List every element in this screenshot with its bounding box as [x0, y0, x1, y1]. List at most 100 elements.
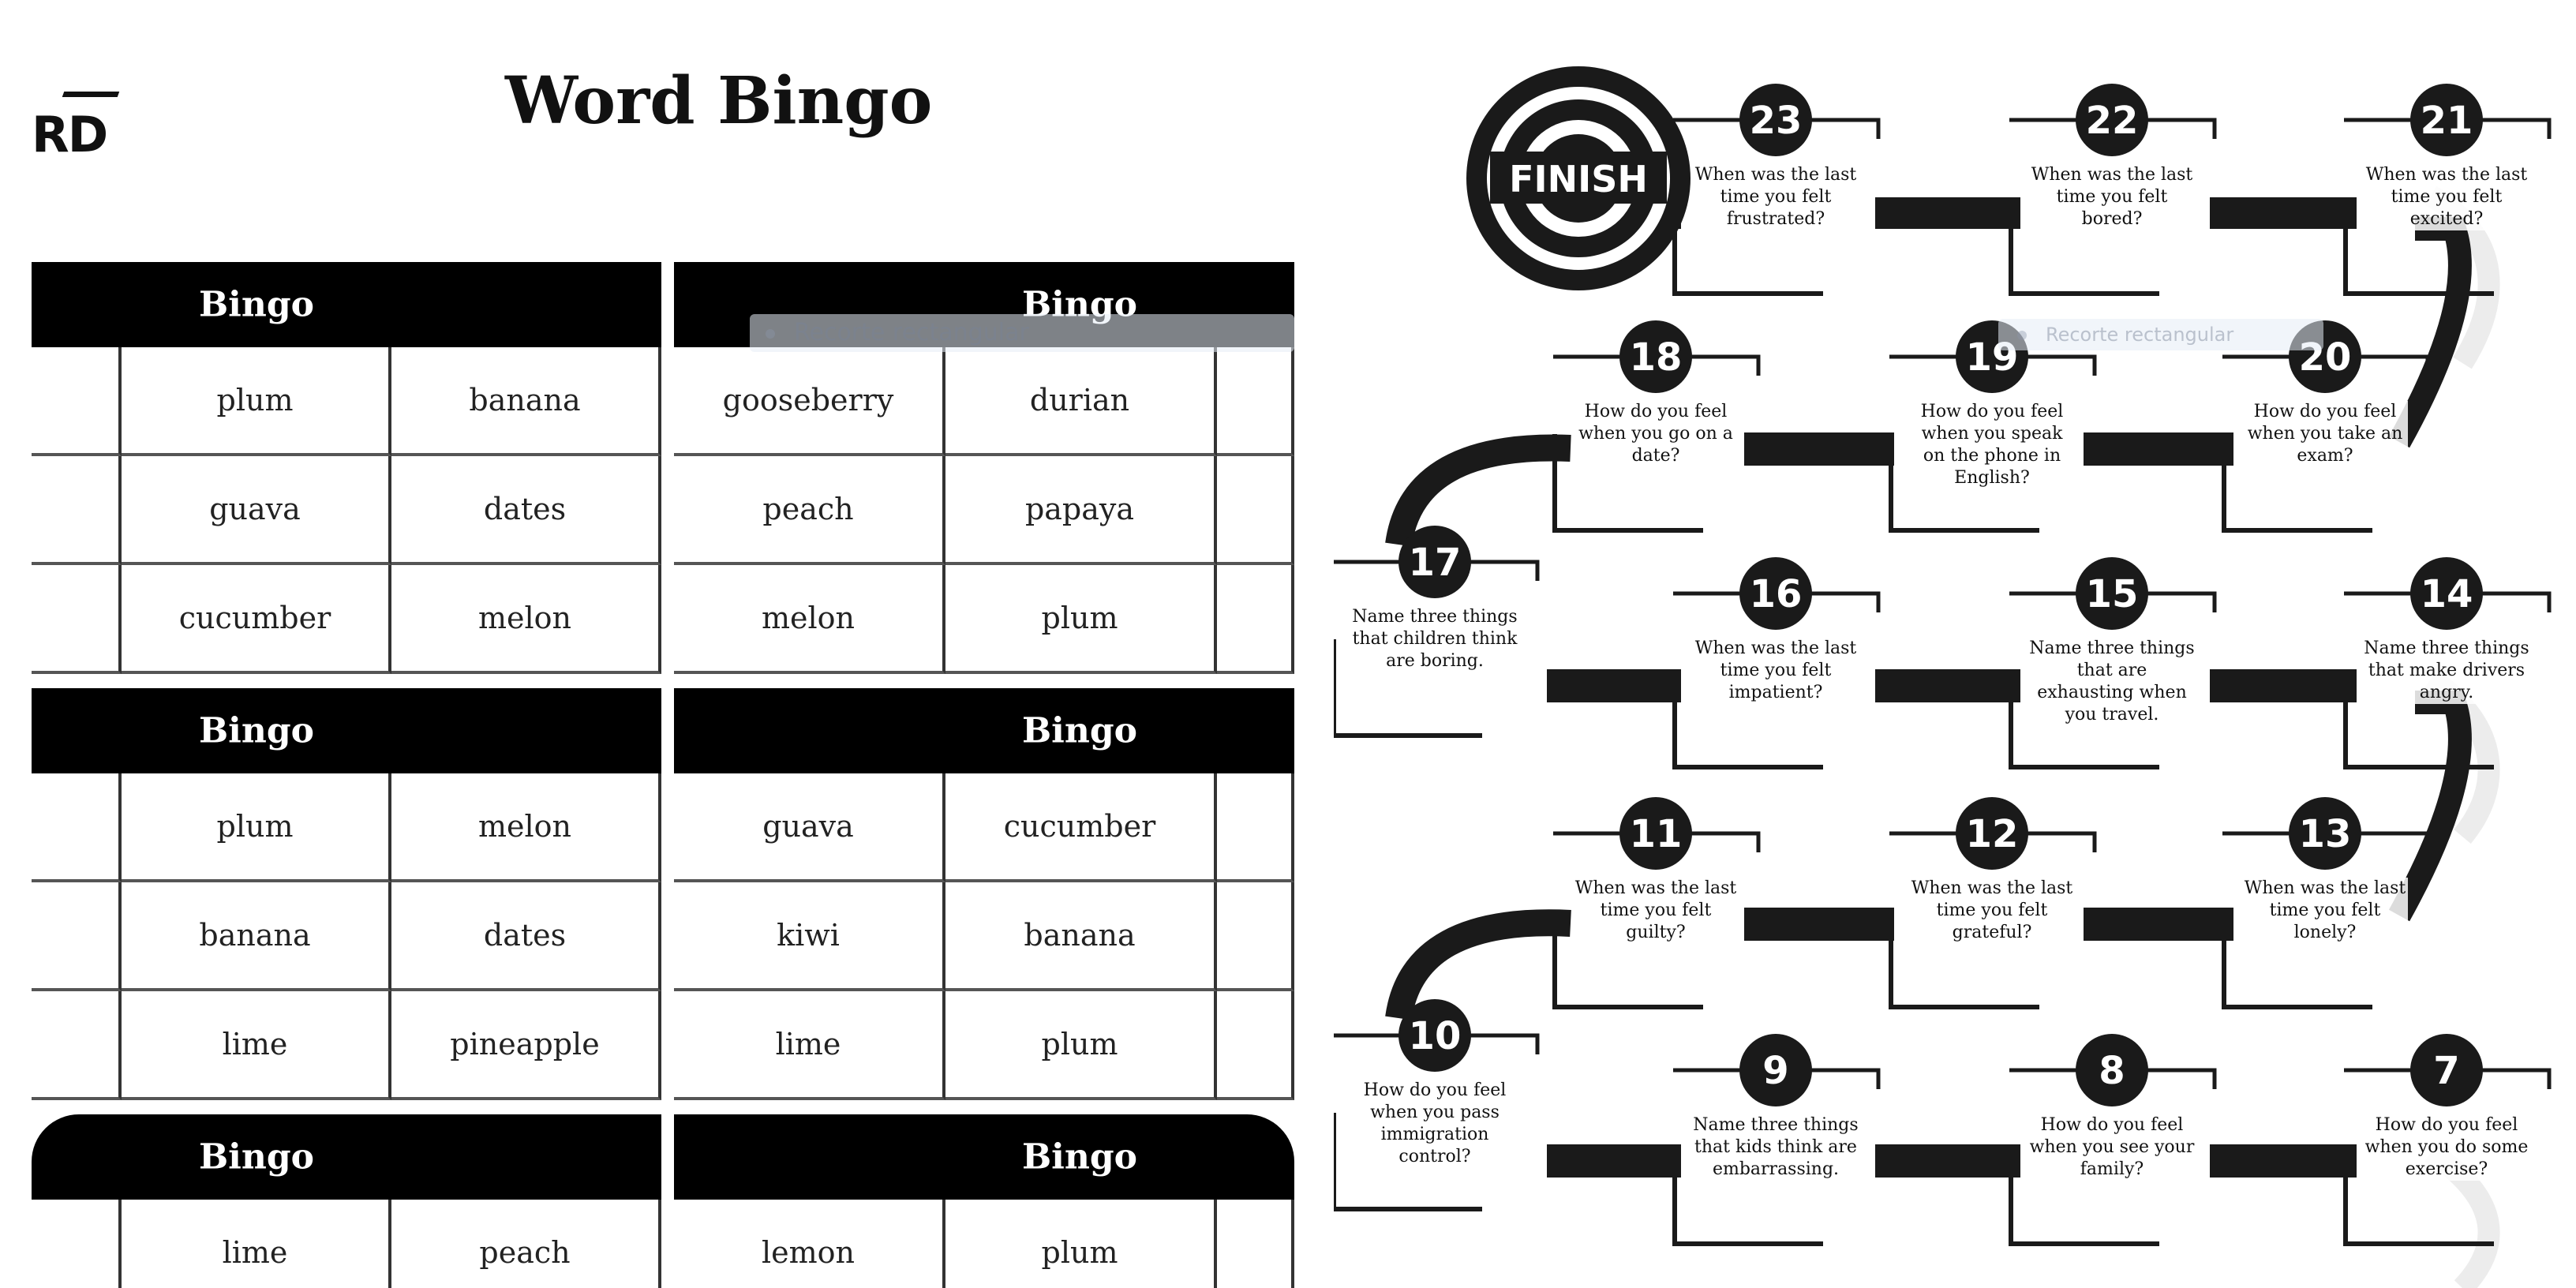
path-curve	[1385, 434, 1571, 547]
number-badge	[2410, 84, 2483, 156]
selection-overlay-right: Recorte rectangular	[1998, 319, 2323, 350]
square-outline	[1334, 1113, 1482, 1211]
bingo-cell	[1217, 991, 1294, 1100]
path-curve	[1385, 909, 1571, 1020]
bingo-cell: melon	[391, 565, 661, 674]
number-badge	[1739, 84, 1812, 156]
bingo-cell	[32, 565, 122, 674]
card-header-label: Bingo	[198, 1136, 315, 1178]
number-badge	[2410, 1034, 2483, 1106]
card-header-label: Bingo	[198, 284, 315, 325]
card-header: Bingo	[32, 688, 661, 773]
bingo-cell: guava	[122, 456, 391, 565]
path-bar	[1744, 432, 1894, 466]
square-number: 13	[2299, 812, 2352, 856]
number-badge	[1398, 999, 1471, 1072]
bingo-cell	[1217, 1200, 1294, 1288]
bingo-cell: peach	[391, 1200, 661, 1288]
capture-icon	[766, 328, 775, 339]
number-badge	[2076, 84, 2148, 156]
bingo-cell: lime	[122, 1200, 391, 1288]
bingo-cell	[32, 773, 122, 882]
square-number: 9	[1762, 1049, 1788, 1093]
square-question: How do you feel when you take an exam?	[2242, 401, 2408, 467]
card-header-label: Bingo	[1021, 710, 1138, 751]
square-number: 11	[1630, 812, 1683, 856]
square-question: When was the last time you felt frustrat…	[1693, 164, 1859, 230]
square-number: 22	[2086, 99, 2139, 143]
square-outline	[1889, 434, 2039, 533]
path-bar	[1875, 669, 2020, 702]
path-bar	[2210, 669, 2357, 702]
selection-overlay: Recorte rectangular	[750, 314, 1294, 352]
square-number: 14	[2421, 572, 2473, 616]
finish-banner	[1490, 152, 1667, 204]
bingo-cell	[32, 347, 122, 456]
number-badge	[2076, 1034, 2148, 1106]
logo-fragment: RD	[32, 106, 108, 163]
logo-mark	[62, 92, 120, 97]
card-header: Bingo	[674, 1114, 1294, 1200]
path-bar	[2084, 432, 2233, 466]
square-number: 12	[1966, 812, 2019, 856]
bingo-cell: lime	[122, 991, 391, 1100]
bingo-cell	[32, 882, 122, 991]
square-outline	[2343, 1148, 2494, 1246]
square-number: 8	[2099, 1049, 2125, 1093]
square-question: When was the last time you felt grateful…	[1909, 878, 2075, 944]
square-outline	[1889, 911, 2039, 1009]
bingo-cell: plum	[945, 1200, 1217, 1288]
bingo-cell: plum	[945, 565, 1217, 674]
bingo-cell: kiwi	[674, 882, 945, 991]
square-number: 23	[1750, 99, 1803, 143]
bingo-cell	[1217, 565, 1294, 674]
square-question: How do you feel when you do some exercis…	[2364, 1114, 2529, 1181]
square-question: How do you feel when you see your family…	[2029, 1114, 2195, 1181]
bingo-cell: pineapple	[391, 991, 661, 1100]
path-bar	[1547, 1144, 1681, 1178]
square-outline	[1552, 911, 1703, 1009]
square-outline	[2009, 197, 2159, 296]
bingo-cell: papaya	[945, 456, 1217, 565]
square-question: Name three things that make drivers angr…	[2364, 638, 2529, 704]
square-question: When was the last time you felt excited?	[2364, 164, 2529, 230]
number-badge	[1956, 797, 2028, 870]
square-number: 15	[2086, 572, 2139, 616]
bingo-cell: cucumber	[122, 565, 391, 674]
square-number: 21	[2421, 99, 2473, 143]
card-header: Bingo	[32, 1114, 661, 1200]
bingo-cell	[1217, 773, 1294, 882]
square-question: When was the last time you felt impatien…	[1693, 638, 1859, 704]
square-question: Name three things that are exhausting wh…	[2029, 638, 2195, 726]
square-question: When was the last time you felt guilty?	[1573, 878, 1739, 944]
bingo-cell: cucumber	[945, 773, 1217, 882]
square-outline	[2009, 671, 2159, 769]
square-outline	[2343, 197, 2494, 296]
bingo-cell: plum	[122, 347, 391, 456]
overlay-label: Recorte rectangular	[794, 319, 1029, 346]
bingo-cell: dates	[391, 456, 661, 565]
path-bar	[1875, 197, 2020, 229]
square-outline	[1672, 671, 1823, 769]
square-outline	[2222, 911, 2372, 1009]
square-question: When was the last time you felt bored?	[2029, 164, 2195, 230]
number-badge	[2076, 557, 2148, 630]
page-title: Word Bingo	[505, 63, 933, 139]
bingo-cell	[32, 991, 122, 1100]
path-curve	[2388, 691, 2472, 922]
bingo-cell: melon	[674, 565, 945, 674]
square-question: Name three things that kids think are em…	[1693, 1114, 1859, 1181]
bingo-cell: durian	[945, 347, 1217, 456]
path-bar	[2210, 1144, 2357, 1178]
bingo-cell: banana	[391, 347, 661, 456]
square-question: Name three things that children think ar…	[1352, 606, 1518, 672]
bingo-cell: banana	[945, 882, 1217, 991]
square-outline	[2009, 1148, 2159, 1246]
